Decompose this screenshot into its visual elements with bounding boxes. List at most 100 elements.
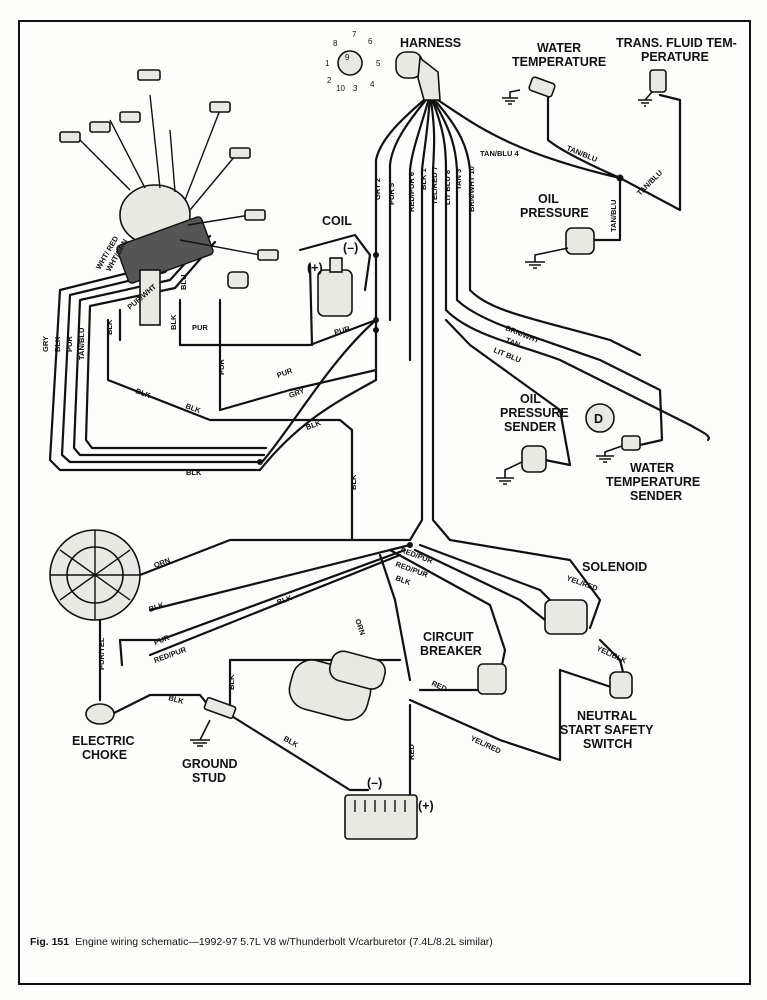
wire-label: BLK (394, 573, 412, 587)
spark-plug-icon (257, 249, 279, 261)
pin-label: 7 (352, 30, 357, 39)
label-ground-stud: GROUND (182, 757, 238, 771)
solenoid (544, 599, 588, 635)
wire-label: PUR 5 (387, 183, 396, 205)
coil-body (317, 269, 353, 317)
distributor-shaft (139, 269, 161, 326)
label-oil-sender-3: SENDER (504, 420, 556, 434)
label-circuit-breaker-2: BREAKER (420, 644, 482, 658)
water-temperature-sender: D (585, 403, 641, 463)
connector-pin-labels: 1 2 3 4 5 6 7 8 9 10 (325, 30, 381, 93)
wire-label: ORN (153, 556, 172, 570)
label-ground-stud-2: STUD (192, 771, 226, 785)
label-coil-minus: (–) (343, 241, 358, 255)
ground-icon (525, 247, 569, 269)
wire-coil-minus (298, 233, 372, 292)
wire-brnwht10 (428, 93, 472, 292)
spark-plug-wires (79, 94, 261, 256)
wire-redpur-cb (388, 548, 507, 677)
pin-label: 3 (353, 84, 358, 93)
battery-cells (354, 800, 406, 812)
alternator (49, 529, 141, 621)
wire-label: BLK (169, 314, 178, 330)
wire-coil-plus (308, 263, 314, 347)
choke-body (85, 703, 115, 725)
harness-connector (337, 50, 441, 101)
wire-orn (138, 518, 424, 577)
label-harness: HARNESS (400, 36, 461, 50)
wire-litblu8 (428, 93, 448, 312)
label-wt-sender-3: SENDER (630, 489, 682, 503)
spark-plug-icon (59, 131, 81, 143)
gauge-letter: D (594, 412, 603, 426)
wire-label: RED (430, 679, 449, 694)
neutral-switch-body (609, 671, 633, 699)
ground-icon (496, 461, 523, 485)
spark-plug-icon (119, 111, 141, 123)
ground-icon (638, 91, 653, 107)
wire-label: BLK (167, 693, 185, 706)
spark-plug-icon (209, 101, 231, 113)
junction-dot (373, 317, 379, 323)
wire-label: BLK (134, 386, 152, 400)
wire-blk-bat (228, 713, 370, 792)
wire-label: YEL/RED (469, 734, 503, 756)
label-battery-minus: (–) (367, 776, 382, 790)
label-trans-fluid: TRANS. FLUID TEM- (616, 36, 737, 50)
wire-pur-coil-return (260, 318, 378, 464)
trans-fluid-temperature-switch (638, 69, 667, 107)
wire-left-bundle-3 (72, 234, 266, 457)
label-water-temperature: WATER (537, 41, 581, 55)
label-oil-pressure-2: PRESSURE (520, 206, 589, 220)
label-oil-pressure: OIL (538, 192, 559, 206)
wire-label: TAN 3 (454, 169, 463, 190)
wire-label: BLK (148, 600, 166, 614)
wire-label: BLK (105, 319, 114, 335)
wire-pur-v (218, 298, 378, 412)
label-trans-fluid-2: PERATURE (641, 50, 709, 64)
battery-body (344, 794, 418, 840)
wire-label: GRY 2 (373, 178, 382, 200)
wire-label: TAN/BLU 4 (480, 149, 519, 158)
wire-litblu-sender (444, 308, 710, 442)
wire-pur-mid (178, 298, 378, 347)
pin-label: 5 (376, 59, 381, 68)
wire-label: GRY (41, 336, 50, 352)
wire-label: TAN/BLU (609, 200, 618, 232)
label-circuit-breaker: CIRCUIT (423, 630, 474, 644)
junctions (257, 174, 624, 548)
wire-pur5 (388, 93, 432, 322)
wire-label: PUR (217, 359, 226, 375)
wire-label: BLK (53, 336, 62, 352)
electric-choke (85, 703, 115, 725)
sensor-icon (227, 271, 249, 289)
spark-plugs (59, 69, 279, 289)
junction-dot (616, 174, 624, 182)
wire-yelred-sol (431, 518, 602, 630)
label-coil: COIL (322, 214, 352, 228)
pin-label: 4 (370, 80, 375, 89)
wire-blk-center (106, 318, 354, 542)
wire-label: LIT BLU 8 (443, 170, 452, 205)
label-battery-plus: (+) (418, 799, 434, 813)
oil-pressure-sender (496, 445, 547, 485)
pin-label: 9 (345, 53, 350, 62)
spark-plug-icon (89, 121, 111, 133)
label-water-temperature-2: TEMPERATURE (512, 55, 606, 69)
oil-sender-body (521, 445, 547, 473)
trans-fluid-body (649, 69, 667, 93)
wire-gry2 (374, 93, 432, 332)
ground-icon (596, 445, 623, 463)
spark-plug-icon (229, 147, 251, 159)
circuit-breaker-body (477, 663, 507, 695)
wire-label: TAN/BLU (77, 328, 86, 360)
wire-tan3 (428, 93, 459, 302)
figure-frame (18, 20, 751, 985)
ignition-coil (317, 257, 353, 317)
wire-oil-pressure (592, 176, 622, 242)
pin-label: 6 (368, 37, 373, 46)
ground-icon (502, 89, 521, 105)
label-electric-choke: ELECTRIC (72, 734, 135, 748)
junction-dot (373, 327, 379, 333)
